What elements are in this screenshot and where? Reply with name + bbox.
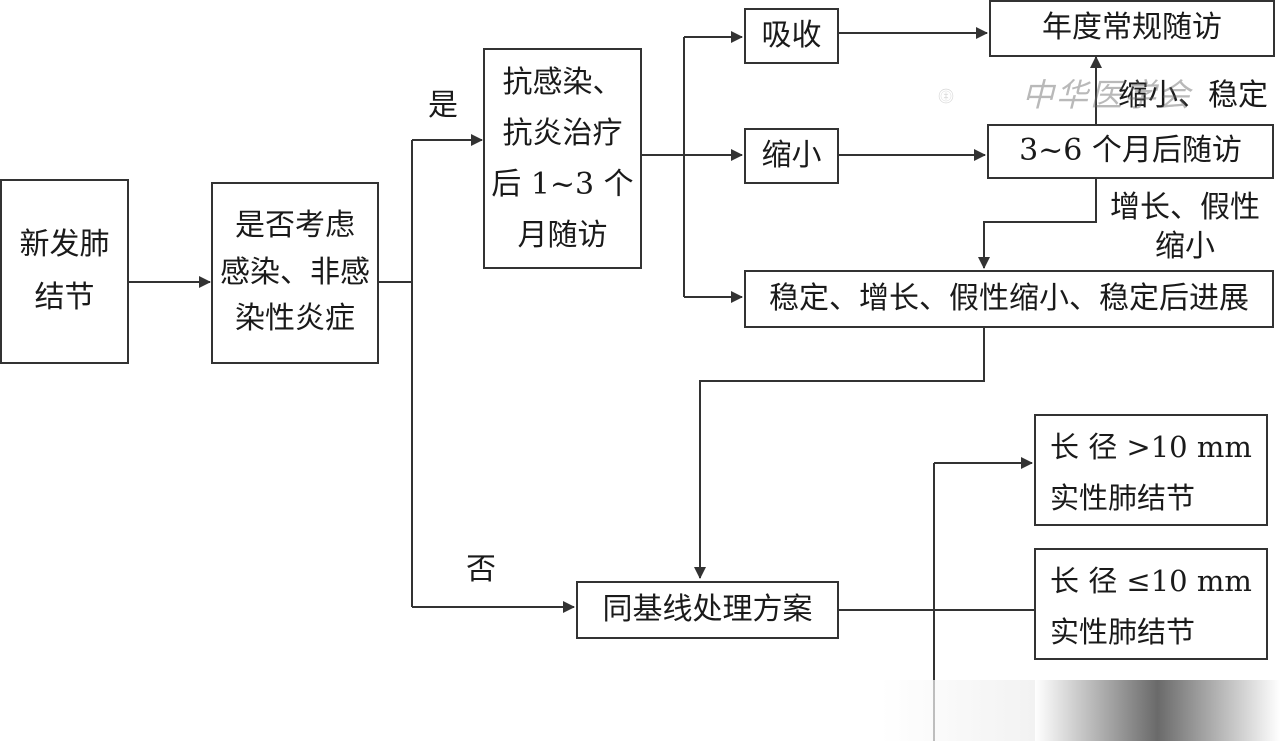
node-new-nodule-text: 新发肺 结节 <box>19 227 110 315</box>
node-annual-text: 年度常规随访 <box>1042 10 1222 46</box>
node-absorb: 吸收 <box>744 8 839 64</box>
watermark-text: 中华医学会 <box>1022 76 1193 114</box>
node-treat-text: 抗感染、 抗炎治疗 后 1~3 个 月随访 <box>491 64 634 253</box>
node-baseline: 同基线处理方案 <box>576 581 839 639</box>
label-shrink-stable: 缩小、稳定 <box>1118 78 1268 113</box>
node-absorb-text: 吸收 <box>761 17 822 53</box>
arrow-stable-baseline <box>694 327 985 579</box>
arrow-followup-stable <box>978 178 1097 269</box>
node-consider-text: 是否考虑 感染、非感 染性炎症 <box>220 208 370 337</box>
label-yes: 是 <box>428 88 458 123</box>
node-gt10-text: 长 径 >10 mm 实性肺结节 <box>1050 430 1252 515</box>
watermark-logo <box>938 88 954 104</box>
node-consider: 是否考虑 感染、非感 染性炎症 <box>211 182 379 364</box>
node-baseline-text: 同基线处理方案 <box>602 591 813 627</box>
node-shrink-text: 缩小 <box>761 137 822 173</box>
fade-region <box>1035 680 1280 741</box>
label-grow-pseudo: 增长、假性 缩小 <box>1110 190 1260 264</box>
fade-region-left <box>880 680 1040 741</box>
label-no: 否 <box>466 552 496 587</box>
node-followup-3-6: 3~6 个月后随访 <box>987 124 1274 179</box>
node-treat: 抗感染、 抗炎治疗 后 1~3 个 月随访 <box>483 48 642 269</box>
node-le10: 长 径 ≤10 mm 实性肺结节 <box>1034 548 1268 660</box>
node-followup-3-6-text: 3~6 个月后随访 <box>1019 133 1242 169</box>
node-stable-etc: 稳定、增长、假性缩小、稳定后进展 <box>744 270 1274 328</box>
node-gt10: 长 径 >10 mm 实性肺结节 <box>1034 414 1268 526</box>
node-annual: 年度常规随访 <box>989 0 1275 57</box>
node-shrink: 缩小 <box>744 128 839 184</box>
node-stable-etc-text: 稳定、增长、假性缩小、稳定后进展 <box>769 280 1249 316</box>
node-new-nodule: 新发肺 结节 <box>0 179 129 364</box>
node-le10-text: 长 径 ≤10 mm 实性肺结节 <box>1050 564 1252 649</box>
